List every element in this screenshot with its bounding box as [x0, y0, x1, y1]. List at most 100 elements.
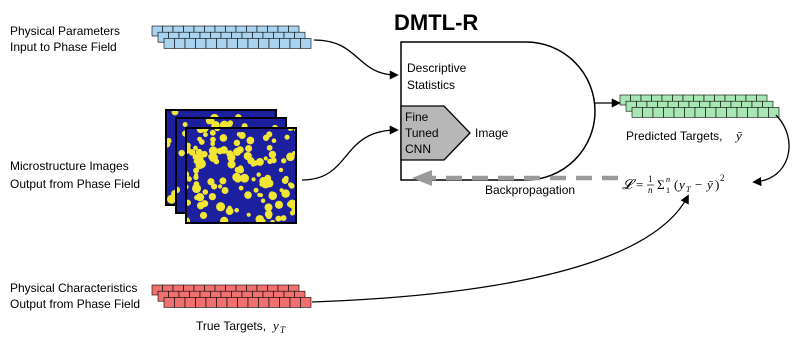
true-target-vector-cell: [237, 297, 249, 308]
particle: [271, 138, 277, 144]
param-vector-cell: [300, 38, 312, 49]
image-branch-label: Image: [475, 126, 509, 140]
true-targets-to-loss-arrow: [311, 194, 689, 303]
loss-formula: 𝓛 = 1 n Σ 1 n ( y T − ȳ ) 2: [622, 173, 725, 195]
param-vector-cell: [268, 38, 280, 49]
particle: [208, 192, 217, 201]
true-target-vector-row: [163, 297, 312, 308]
particle: [186, 217, 191, 223]
true-target-vector-cell: [163, 297, 175, 308]
true-target-vector-cell: [279, 297, 291, 308]
particle: [199, 159, 206, 165]
particle: [217, 184, 223, 189]
microstructure-label-line2: Output from Phase Field: [10, 177, 140, 191]
predicted-vector-cell: [757, 107, 769, 118]
particle: [192, 183, 202, 194]
predicted-to-loss-arrow: [752, 114, 790, 187]
particle: [199, 211, 208, 220]
particle: [238, 185, 244, 191]
svg-text:T: T: [686, 185, 691, 194]
images-to-cnn-arrow: [301, 125, 399, 181]
param-vector-cell: [163, 38, 175, 49]
backpropagation-label: Backpropagation: [485, 183, 575, 197]
physical-params-label-line2: Input to Phase Field: [10, 40, 117, 54]
particle: [186, 145, 191, 155]
param-vector-cell: [258, 38, 270, 49]
particle: [266, 144, 273, 151]
predicted-vector-cell: [694, 107, 706, 118]
true-target-vector-row: [151, 284, 300, 296]
predicted-targets-label: Predicted Targets,: [626, 129, 723, 143]
particle: [171, 110, 179, 116]
particle: [219, 177, 227, 185]
particle: [216, 147, 224, 155]
param-vector-cell: [237, 38, 249, 49]
predicted-targets-symbol: ȳ: [734, 128, 742, 143]
params-to-model-arrow: [313, 39, 399, 80]
particle: [234, 166, 241, 173]
particle: [260, 198, 266, 203]
param-vector-row: [163, 38, 312, 49]
particle: [234, 175, 242, 183]
predicted-vector-cell: [736, 107, 748, 118]
particle: [264, 203, 273, 212]
svg-text:2: 2: [720, 173, 725, 183]
particle: [209, 153, 218, 162]
particle: [278, 167, 284, 173]
particle: [266, 131, 273, 138]
particle: [186, 199, 191, 206]
particle: [166, 140, 171, 148]
predicted-vector-cell: [673, 107, 685, 118]
particle: [210, 118, 215, 123]
particle: [274, 200, 284, 209]
physical-params-vector-stack: [151, 25, 312, 49]
particle: [210, 141, 216, 147]
svg-text:n: n: [666, 175, 670, 184]
particle: [259, 182, 264, 187]
param-vector-cell: [205, 38, 217, 49]
predicted-vector-cell: [726, 107, 738, 118]
particle: [208, 146, 218, 156]
particle: [236, 131, 242, 137]
particle: [219, 134, 228, 142]
fine-tuned-cnn-block: [400, 105, 471, 161]
particle: [196, 201, 205, 210]
particle: [288, 182, 293, 187]
svg-text:1: 1: [666, 186, 670, 195]
particle: [193, 167, 200, 174]
predicted-vector-cell: [652, 107, 664, 118]
svg-text:−: −: [695, 177, 702, 192]
predicted-targets-vector-stack: [619, 94, 780, 118]
particle: [284, 134, 290, 140]
particle: [244, 191, 252, 199]
true-targets-symbol: y: [271, 318, 279, 333]
cnn-label-line3: CNN: [405, 142, 431, 156]
particle: [227, 160, 236, 169]
particle: [240, 173, 250, 183]
particle: [246, 136, 255, 145]
particle: [263, 156, 268, 161]
diagram-title: DMTL-R: [394, 10, 478, 35]
param-vector-cell: [289, 38, 301, 49]
true-target-vector-cell: [205, 297, 217, 308]
true-target-vector-cell: [300, 297, 312, 308]
particle: [261, 218, 266, 223]
particle: [203, 132, 208, 138]
physical-chars-label-line1: Physical Characteristics: [10, 281, 137, 295]
particle: [196, 128, 205, 134]
param-vector-cell: [226, 38, 238, 49]
particle: [268, 150, 277, 159]
predicted-vector-row: [631, 107, 780, 118]
true-target-vector-cell: [216, 297, 228, 308]
particle: [268, 191, 278, 201]
true-target-vector-cell: [268, 297, 280, 308]
param-vector-cell: [195, 38, 207, 49]
particle: [286, 152, 295, 162]
true-target-vector-cell: [226, 297, 238, 308]
svg-text:=: =: [636, 177, 643, 192]
svg-text:Σ: Σ: [657, 177, 665, 192]
param-vector-cell: [247, 38, 259, 49]
particle: [193, 145, 198, 151]
true-targets-vector-stack: [151, 284, 312, 308]
descriptive-stats-line2: Statistics: [407, 78, 455, 92]
